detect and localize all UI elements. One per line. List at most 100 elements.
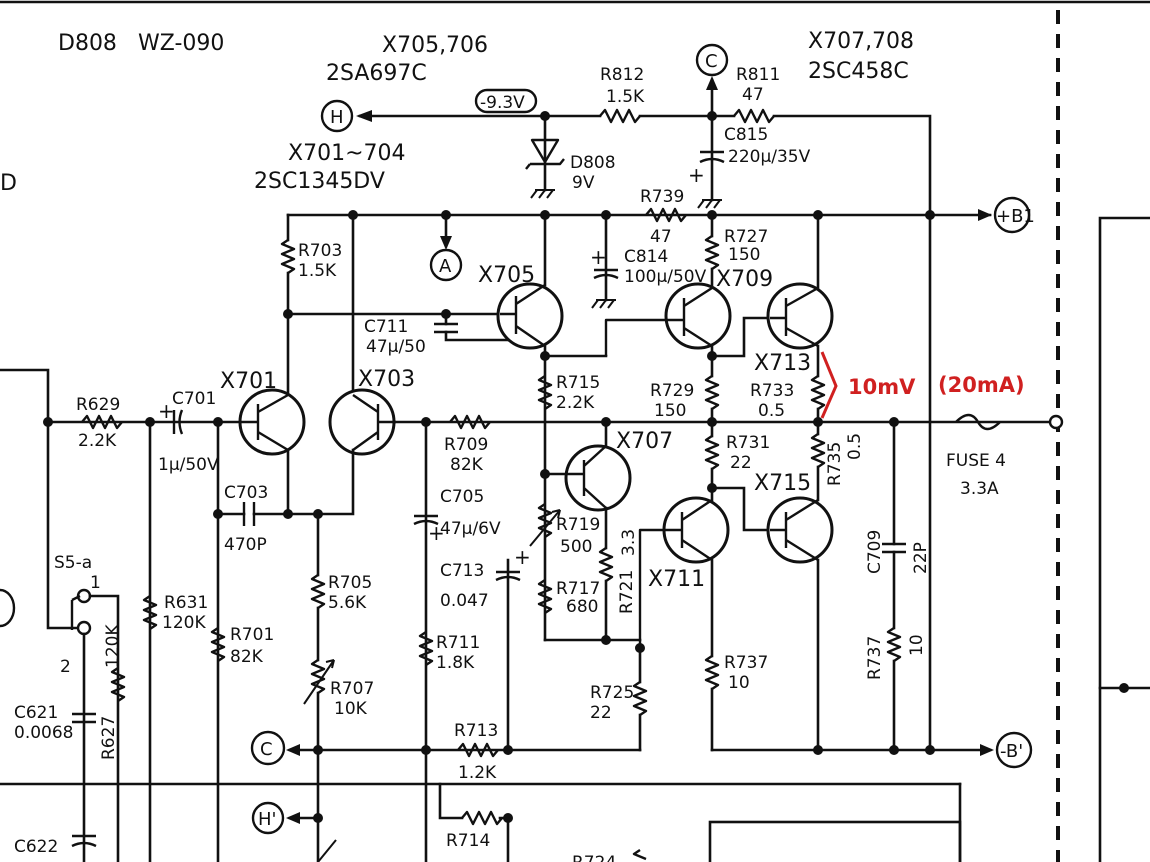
header-pair2-refs: X707,708 xyxy=(808,29,914,54)
capacitor-c622-plate xyxy=(71,841,97,848)
resistor-r721 xyxy=(598,547,614,582)
c705-value: 47μ/6V xyxy=(440,519,501,539)
wire xyxy=(286,448,355,516)
c621-ref: C621 xyxy=(14,703,58,723)
r711-value: 1.8K xyxy=(436,653,475,673)
resistor-r739 xyxy=(645,207,687,223)
resistor-r727 xyxy=(704,375,720,410)
node-c-top-label: C xyxy=(705,51,718,72)
junction xyxy=(503,745,513,755)
resistor-r717 xyxy=(537,579,553,614)
wire xyxy=(46,420,80,630)
ground-symbol xyxy=(591,299,616,309)
transistor-x705-leads xyxy=(500,283,546,347)
capacitor-c705 xyxy=(413,514,439,526)
r733-value: 0.5 xyxy=(758,401,785,421)
header-diode-ref: D808 xyxy=(58,31,117,56)
r725-ref: R727 xyxy=(724,227,768,247)
r629-value: 2.2K xyxy=(78,431,117,451)
transistor-x709 xyxy=(664,282,732,350)
header-group-refs: X701~704 xyxy=(288,141,406,166)
plus-sign: + xyxy=(590,245,607,269)
junction xyxy=(313,813,323,823)
r701-ref: R701 xyxy=(230,625,274,645)
node-a xyxy=(429,248,463,282)
c815-value: 220μ/35V xyxy=(728,147,811,167)
resistor-r714 xyxy=(461,810,503,826)
r705-value: 5.6K xyxy=(328,593,367,613)
junction xyxy=(313,745,323,755)
arrow-to-b-plus xyxy=(978,209,992,221)
r713-value: 1.2K xyxy=(458,763,497,783)
r739-value: 47 xyxy=(650,227,672,247)
c701-ref: C701 xyxy=(172,389,216,409)
r719-ref: R719 xyxy=(556,515,600,535)
r733-ref: R733 xyxy=(750,381,794,401)
plus-sign: + xyxy=(428,521,445,545)
r717-value: 680 xyxy=(566,597,598,617)
resistor-r703 xyxy=(280,239,296,274)
c711-value: 0.047 xyxy=(440,591,489,611)
x705-label: X705 xyxy=(478,263,535,288)
c711-ref: C713 xyxy=(440,561,484,581)
node-b-plus-label: +B1 xyxy=(996,206,1035,227)
right-box-edge xyxy=(1098,216,1150,862)
transistor-x707-leads xyxy=(545,445,607,509)
ground-symbol xyxy=(530,189,555,199)
transistor-x713-leads xyxy=(770,286,819,348)
r705-ref: R705 xyxy=(328,573,372,593)
arrow-to-h xyxy=(356,110,372,122)
r631-value: 120K xyxy=(162,613,206,633)
resistor-r812 xyxy=(599,108,641,124)
r709-value: 82K xyxy=(450,455,484,475)
arrow-to-c xyxy=(706,76,718,90)
resistor-r725 xyxy=(704,235,720,270)
r721-ref: R721 xyxy=(617,570,637,614)
partial-d-label: D xyxy=(0,171,17,196)
transistor-x709-leads xyxy=(604,286,713,356)
header-group-type: 2SC1345DV xyxy=(254,169,385,194)
r721-value: 3.3 xyxy=(619,529,639,556)
c709-value: 47μ/50 xyxy=(366,337,426,357)
annotation-bracket xyxy=(820,351,838,419)
capacitor-c814 xyxy=(593,268,619,280)
plus-sign: + xyxy=(514,545,531,569)
resistor-r735 xyxy=(810,433,826,468)
resistor-r705 xyxy=(310,574,326,609)
capacitor-c701-plate xyxy=(178,409,184,435)
c705-ref: C705 xyxy=(440,487,484,507)
x701-label: X701 xyxy=(220,369,277,394)
resistor-r707 xyxy=(310,659,326,694)
resistor-r723 xyxy=(632,681,648,716)
resistor-r731 xyxy=(704,655,720,690)
x707-label: X707 xyxy=(616,429,673,454)
transistor-x713 xyxy=(766,282,834,350)
r811-value: 47 xyxy=(742,85,764,105)
node-a-label: A xyxy=(439,256,452,277)
transistor-x703-leads xyxy=(352,394,396,451)
transistor-x701-leads xyxy=(240,393,289,452)
resistor-r713 xyxy=(457,742,499,758)
resistor-r729 xyxy=(704,435,720,470)
resistor-r711 xyxy=(418,631,434,666)
zener-d808 xyxy=(530,138,560,164)
node-h-prime-label: H' xyxy=(258,809,276,830)
r729-value: 22 xyxy=(730,453,752,473)
r711-ref: R711 xyxy=(436,633,480,653)
junction xyxy=(1119,683,1129,693)
node-h-prime xyxy=(251,801,285,835)
transistor-x707 xyxy=(564,444,632,512)
r727-ref: R729 xyxy=(650,381,694,401)
r627-ref: R627 xyxy=(99,716,119,760)
r714-ref: R714 xyxy=(446,831,490,851)
x711-label: X711 xyxy=(648,567,705,592)
resistor-r715 xyxy=(537,375,553,410)
r727-value: 150 xyxy=(654,401,686,421)
r731-value: 10 xyxy=(728,673,750,693)
resistor-r701 xyxy=(210,627,226,662)
c713-ref: C709 xyxy=(865,530,885,574)
fuse-value: 3.3A xyxy=(960,479,999,499)
r701-value: 82K xyxy=(230,647,264,667)
r725-value: 150 xyxy=(728,245,760,265)
